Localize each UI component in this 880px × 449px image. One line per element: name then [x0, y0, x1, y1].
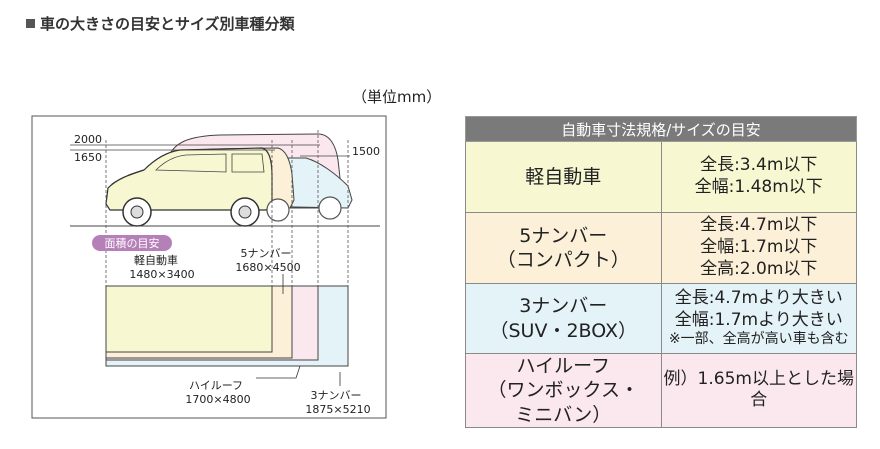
value-cell: 全長:3.4m以下 全幅:1.48m以下	[660, 141, 857, 213]
table-row: ハイルーフ （ワンボックス・ ミニバン） 例）1.65m以上とした場合	[465, 353, 857, 428]
table-row: 5ナンバー （コンパクト） 全長:4.7m以下 全幅:1.7m以下 全高:2.0…	[465, 212, 857, 284]
value-cell: 例）1.65m以上とした場合	[660, 353, 857, 428]
kei-window	[155, 153, 227, 173]
table-row: 軽自動車 全長:3.4m以下 全幅:1.48m以下	[465, 141, 857, 213]
category-cell: 軽自動車	[465, 141, 662, 213]
height-label-2000: 2000	[74, 133, 102, 146]
value-cell: 全長:4.7m以下 全幅:1.7m以下 全高:2.0m以下	[660, 212, 857, 284]
leader-line	[256, 365, 301, 379]
kei-window-rear	[231, 153, 265, 173]
unit-label: （単位mm）	[352, 88, 442, 106]
height-label-1500: 1500	[352, 145, 380, 158]
spec-value: 全長:4.7mより大きい	[674, 287, 843, 308]
footprint-3number-name: 3ナンバー	[311, 389, 362, 402]
spec-value: 例）1.65m以上とした場合	[663, 368, 854, 411]
category-sublabel: （コンパクト）	[496, 249, 630, 271]
footprint-5number-dims: 1680×4500	[235, 261, 300, 274]
wheel	[318, 196, 342, 220]
footprint-highroof-name: ハイルーフ	[189, 379, 243, 392]
height-label-1650: 1650	[74, 151, 102, 164]
category-label: 5ナンバー	[519, 224, 608, 247]
spec-note: ※一部、全高が高い車も含む	[668, 331, 849, 348]
category-cell: ハイルーフ （ワンボックス・ ミニバン）	[465, 353, 662, 428]
category-label: ハイルーフ	[516, 355, 610, 377]
size-diagram: 2000 1650 1500 面積の目安 軽自動車 1480×3400 5ナンバ…	[31, 115, 387, 419]
category-sublabel: （ワンボックス・	[487, 379, 639, 402]
wheel	[266, 198, 290, 222]
wheel	[230, 197, 260, 227]
spec-value: 全高:2.0m以下	[700, 258, 818, 279]
value-cell: 全長:4.7mより大きい 全幅:1.7mより大きい ※一部、全高が高い車も含む	[660, 283, 857, 354]
area-badge-text: 面積の目安	[105, 236, 160, 250]
table-header-row: 自動車寸法規格/サイズの目安	[465, 116, 857, 142]
footprint-3number-dims: 1875×5210	[305, 403, 370, 416]
table-header: 自動車寸法規格/サイズの目安	[465, 116, 857, 142]
heading-text: 車の大きさの目安とサイズ別車種分類	[40, 15, 295, 33]
footprint-highroof-dims: 1700×4800	[185, 393, 250, 406]
category-label: 軽自動車	[525, 165, 602, 188]
footprint-kei-name: 軽自動車	[134, 253, 178, 267]
footprint-kei-dims: 1480×3400	[129, 268, 194, 281]
area-badge	[92, 235, 172, 251]
footprint-kei	[105, 285, 273, 353]
category-sublabel: ミニバン）	[515, 403, 612, 426]
category-cell: 3ナンバー （SUV・2BOX）	[465, 283, 662, 354]
category-cell: 5ナンバー （コンパクト）	[465, 212, 662, 284]
spec-value: 全幅:1.48m以下	[694, 177, 823, 197]
square-bullet-icon	[26, 19, 35, 28]
footprint-5number-name: 5ナンバー	[241, 247, 292, 260]
wheel	[122, 197, 152, 227]
category-sublabel: （SUV・2BOX）	[489, 319, 637, 342]
category-label: 3ナンバー	[519, 295, 608, 318]
spec-value: 全幅:1.7mより大きい	[674, 309, 843, 330]
spec-value: 全幅:1.7m以下	[700, 237, 818, 258]
spec-value: 全長:4.7m以下	[700, 215, 818, 236]
section-heading: 車の大きさの目安とサイズ別車種分類	[26, 13, 295, 34]
size-spec-table: 自動車寸法規格/サイズの目安 軽自動車 全長:3.4m以下 全幅:1.48m以下…	[465, 116, 857, 428]
table-row: 3ナンバー （SUV・2BOX） 全長:4.7mより大きい 全幅:1.7mより大…	[465, 283, 857, 354]
spec-value: 全長:3.4m以下	[700, 155, 818, 176]
